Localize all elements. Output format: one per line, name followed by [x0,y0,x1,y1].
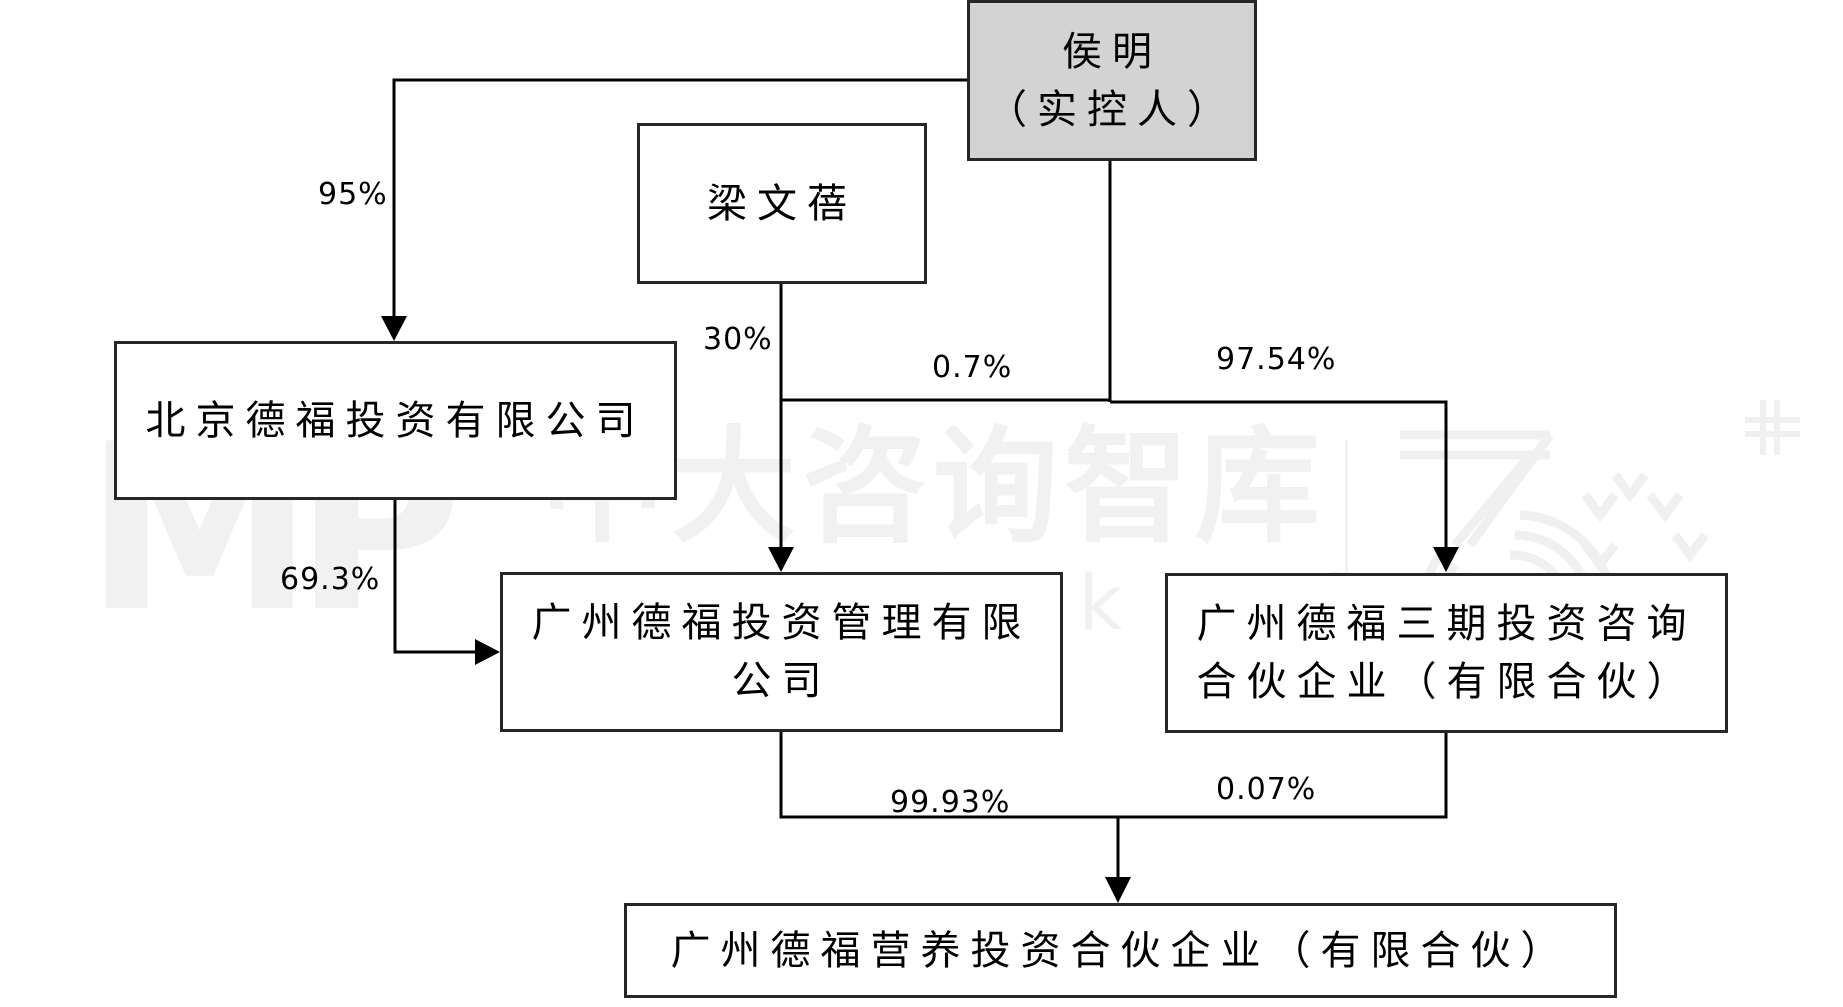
arrow-to-mgmt-left-icon [475,639,500,665]
node-gz-defu-phase3: 广州德福三期投资咨询 合伙企业（有限合伙） [1165,573,1728,733]
arrow-to-mgmt-top-icon [768,547,794,572]
node-hou-ming-role: （实控人） [987,86,1237,133]
node-beijing-defu-label: 北京德福投资有限公司 [145,397,646,444]
node-gz-defu-mgmt-line2: 公司 [731,658,832,704]
node-gz-defu-nutrition-label: 广州德福营养投资合伙企业（有限合伙） [670,927,1571,974]
arrow-to-phase3-icon [1433,547,1459,572]
node-gz-defu-mgmt: 广州德福投资管理有限 公司 [500,572,1063,732]
edge-label-hou-beijing: 95% [318,177,388,212]
node-liang-wenbei-label: 梁文蓓 [707,180,857,227]
edge-label-hou-mgmt: 0.7% [932,350,1013,385]
edge-label-beijing-mgmt: 69.3% [280,562,381,597]
node-beijing-defu: 北京德福投资有限公司 [114,341,677,500]
node-gz-defu-mgmt-line1: 广州德福投资管理有限 [531,600,1032,646]
node-gz-defu-phase3-line2: 合伙企业（有限合伙） [1196,659,1697,705]
watermark-plus-icon [1745,400,1800,455]
watermark-divider [1345,440,1348,640]
node-hou-ming-name: 侯明 [1062,28,1162,75]
edge-label-hou-phase3: 97.54% [1216,342,1337,377]
node-gz-defu-phase3-line1: 广州德福三期投资咨询 [1196,601,1697,647]
node-hou-ming: 侯明 （实控人） [967,0,1257,161]
edge-label-mgmt-nutrition: 99.93% [890,785,1011,820]
edge-label-phase3-nutrition: 0.07% [1216,772,1317,807]
edge-label-liang-mgmt: 30% [703,322,773,357]
node-gz-defu-nutrition: 广州德福营养投资合伙企业（有限合伙） [624,903,1617,998]
arrow-to-nutrition-icon [1105,877,1131,903]
node-liang-wenbei: 梁文蓓 [637,123,927,284]
arrow-to-beijing-icon [381,316,407,341]
